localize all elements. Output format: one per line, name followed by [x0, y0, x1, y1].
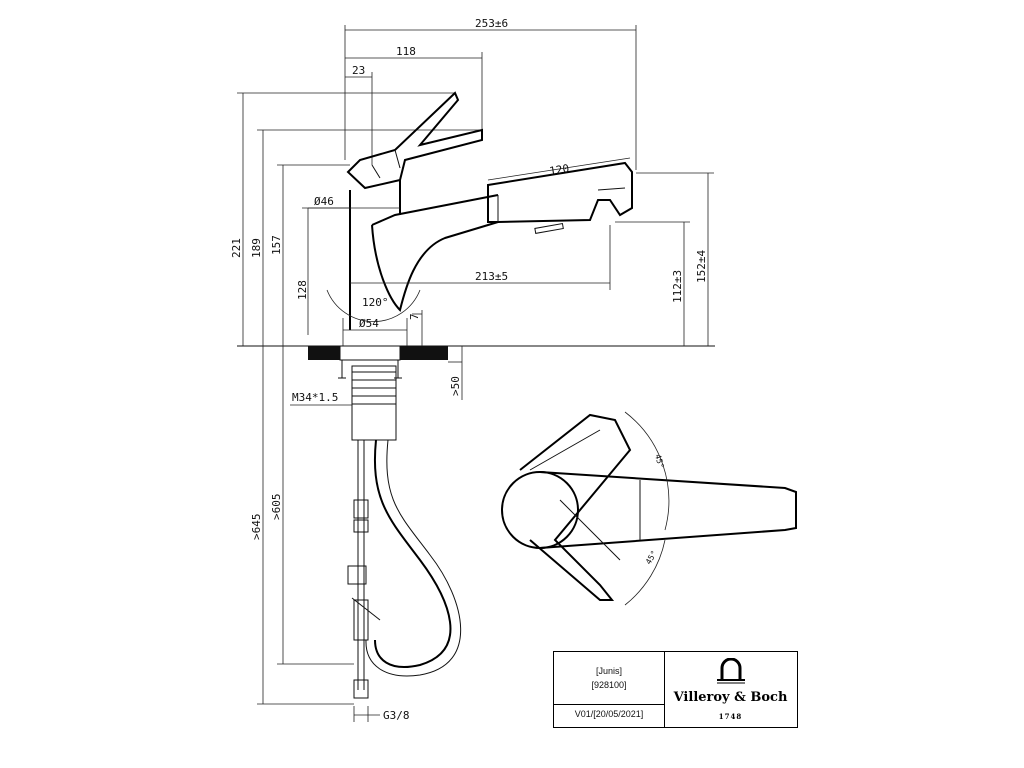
label-lever-angle-top: 45° [653, 453, 665, 469]
title-block: [Junis] [928100] V01/[20/05/2021] Viller… [553, 651, 798, 728]
product-name: [Junis] [595, 666, 622, 676]
label-rotation-angle: 120° [362, 296, 389, 309]
under-counter-assembly: >50 M34*1.5 G3/8 >645 >605 [250, 345, 463, 722]
faucet-side-view: 120 213±5 Ø46 120° Ø54 7 [308, 91, 633, 346]
article-number: [928100] [591, 680, 627, 690]
brand-emblem-icon [717, 658, 745, 684]
title-block-info: [Junis] [928100] V01/[20/05/2021] [554, 652, 665, 727]
label-spout-reach: 213±5 [475, 270, 508, 283]
label-lever-offset: 23 [352, 64, 365, 77]
label-thread: M34*1.5 [292, 391, 338, 404]
dimension-total-length: 253±6 [344, 17, 637, 170]
dimension-lever-height: 189 [250, 129, 480, 346]
dimension-lever-reach: 118 [345, 45, 483, 135]
label-pull-out-length: 120 [548, 162, 570, 178]
label-hose-length-1: >645 [250, 514, 263, 541]
label-lever-reach: 118 [396, 45, 416, 58]
dimension-lever-offset: 23 [345, 64, 373, 165]
brand-logo: Villeroy & Boch 1748 [664, 654, 797, 726]
dimension-total-height: 221 [230, 92, 455, 346]
version: V01/[20/05/2021] [574, 709, 644, 719]
label-connection: G3/8 [383, 709, 410, 722]
label-mounting-depth: >50 [449, 376, 462, 396]
label-body-height: 157 [270, 235, 283, 255]
label-lever-angle-bottom: 45° [644, 549, 659, 566]
dimension-spout-height: 128 [296, 207, 350, 335]
label-body-diameter: Ø46 [314, 195, 334, 208]
label-spout-height: 128 [296, 280, 309, 300]
faucet-top-view: 45° 45° [501, 411, 797, 606]
label-total-length: 253±6 [475, 17, 508, 30]
brand-year: 1748 [718, 712, 743, 721]
label-base-diameter: Ø54 [359, 317, 379, 330]
label-spout-outlet-height: 112±3 [671, 270, 684, 303]
label-total-height: 221 [230, 238, 243, 258]
label-spray-head-height: 152±4 [695, 250, 708, 283]
label-hose-length-2: >605 [270, 494, 283, 521]
dimension-spout-outlet-height: 112±3 [615, 221, 690, 346]
label-flange-height: 7 [408, 313, 421, 320]
dimension-spray-head-height: 152±4 [636, 172, 714, 346]
label-lever-height: 189 [250, 238, 263, 258]
dimension-body-height: 157 [270, 164, 350, 346]
brand-name: Villeroy & Boch [673, 690, 788, 705]
